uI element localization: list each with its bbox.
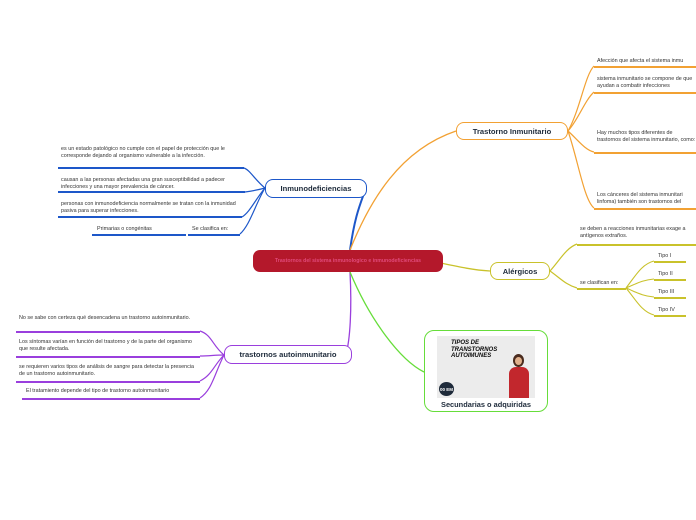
auto-item-2-underline [16, 356, 200, 358]
auto-item-2: Los síntomas varían en función del trast… [19, 339, 197, 353]
connector-type-1 [626, 261, 654, 288]
connector-auto-item-2 [200, 355, 224, 356]
disorder-item-4-underline [594, 208, 696, 210]
immuno-classify-label: Se clasifica en: [192, 226, 228, 233]
node-autoimmune[interactable]: trastornos autoinmunitario [224, 345, 352, 364]
connector-type-4 [626, 288, 654, 315]
center-node[interactable]: Trastornos del sistema inmunologico e in… [253, 250, 443, 272]
allergic-type-2-underline [654, 279, 686, 281]
connector-allergic-desc [550, 244, 577, 271]
immune-disorder-title: Trastorno Inmunitario [473, 127, 551, 136]
disorder-item-3-underline [594, 152, 696, 154]
immuno-item-3: personas con inmunodeficiencia normalmen… [61, 201, 241, 215]
immuno-item-3-underline [58, 216, 242, 218]
auto-item-3-underline [16, 381, 200, 383]
allergic-type-1: Tipo I [658, 253, 671, 260]
immuno-item-1: es un estado patológico no cumple con el… [61, 146, 241, 160]
allergic-classify-underline [577, 288, 626, 290]
immuno-classify-value: Primarias o congénitas [97, 226, 152, 233]
connector-type-2 [626, 279, 654, 288]
node-immunodeficiencies[interactable]: Inmunodeficiencias [265, 179, 367, 198]
allergic-title: Alérgicos [503, 267, 538, 276]
allergic-type-2: Tipo II [658, 271, 673, 278]
connector-allergic [436, 262, 490, 271]
node-allergic[interactable]: Alérgicos [490, 262, 550, 280]
connector-disorder-item-1 [568, 66, 594, 131]
immuno-item-2: causan a las personas afectadas una gran… [61, 177, 241, 191]
auto-item-1-underline [16, 331, 200, 333]
immuno-classify-value-underline [92, 234, 186, 236]
autoimmune-title: trastornos autoinmunitario [239, 350, 336, 359]
immuno-item-1-underline [58, 167, 244, 169]
disorder-item-2: sistema inmunitario se compone de que ay… [597, 76, 696, 90]
thumbnail-presenter [507, 352, 531, 398]
disorder-item-1: Afección que afecta el sistema inmu [597, 58, 696, 65]
disorder-item-3: Hay muchos tipos diferentes de trastorno… [597, 130, 696, 144]
allergic-type-1-underline [654, 261, 686, 263]
disorder-item-1-underline [594, 66, 696, 68]
immuno-item-2-underline [58, 191, 245, 193]
connector-auto-item-1 [200, 331, 224, 355]
auto-item-4-underline [22, 398, 200, 400]
thumbnail-title: TIPOS DE TRANSTORNOS AUTOIMUNES [451, 340, 509, 360]
connector-auto-item-3 [200, 355, 224, 381]
disorder-item-2-underline [594, 92, 696, 94]
immuno-classify-underline [188, 234, 240, 236]
node-secondary[interactable]: TIPOS DE TRANSTORNOS AUTOIMUNES 00 EM Se… [424, 330, 548, 412]
node-immune-disorder[interactable]: Trastorno Inmunitario [456, 122, 568, 140]
connector-secondary [350, 272, 424, 372]
connector-disorder-item-4 [568, 131, 594, 208]
auto-item-3: se requieren varios tipos de análisis de… [19, 364, 197, 378]
auto-item-1: No se sabe con certeza qué desencadena u… [19, 315, 197, 322]
presenter-body [509, 367, 529, 398]
connector-allergic-classify [550, 271, 577, 288]
thumbnail-badge: 00 EM [439, 382, 454, 396]
allergic-classify-label: se clasifican en: [580, 280, 618, 287]
allergic-type-4: Tipo IV [658, 307, 675, 314]
center-node-label: Trastornos del sistema inmunologico e in… [275, 258, 421, 264]
allergic-type-4-underline [654, 315, 686, 317]
secondary-thumbnail[interactable]: TIPOS DE TRANSTORNOS AUTOIMUNES 00 EM [437, 336, 535, 398]
immunodeficiencies-title: Inmunodeficiencias [281, 184, 352, 193]
connector-autoimmune [346, 272, 351, 354]
presenter-face [515, 357, 522, 365]
secondary-title: Secundarias o adquiridas [425, 400, 547, 409]
disorder-item-4: Los cánceres del sistema inmunitari linf… [597, 192, 696, 206]
connector-immuno-item-1 [244, 168, 265, 188]
allergic-description-underline [577, 244, 696, 246]
allergic-description: se deben a reacciones inmunitarias exage… [580, 226, 696, 240]
allergic-type-3: Tipo III [658, 289, 674, 296]
auto-item-4: El tratamiento depende del tipo de trast… [26, 388, 198, 395]
connector-immuno-classify [240, 188, 265, 234]
connector-auto-item-4 [200, 355, 224, 398]
allergic-type-3-underline [654, 297, 686, 299]
